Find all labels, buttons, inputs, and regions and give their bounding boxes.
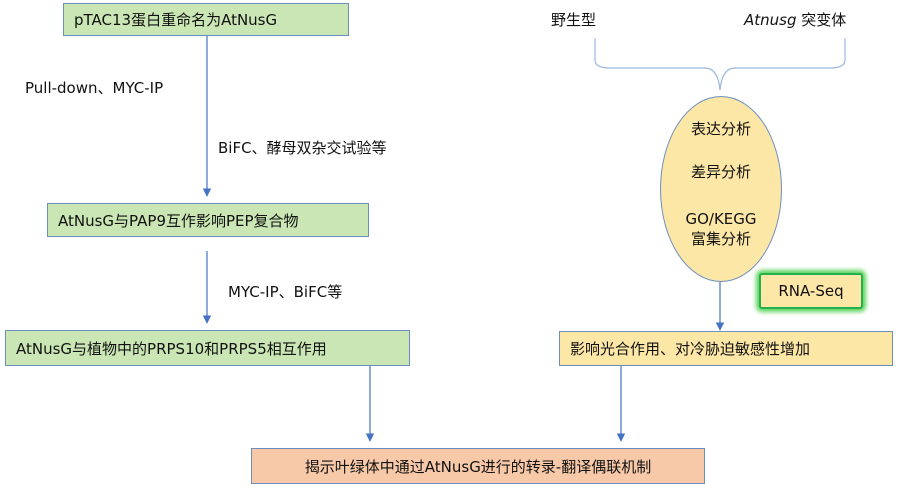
- brace: [594, 38, 846, 91]
- wild-type-label: 野生型: [551, 11, 597, 29]
- step3-text: AtNusG与植物中的PRPS10和PRPS5相互作用: [16, 339, 327, 358]
- step2-text: AtNusG与PAP9互作影响PEP复合物: [58, 211, 299, 230]
- step2-box: AtNusG与PAP9互作影响PEP复合物: [47, 203, 369, 237]
- analysis-enrichment: 富集分析: [690, 230, 751, 248]
- step3-box: AtNusG与植物中的PRPS10和PRPS5相互作用: [5, 330, 410, 366]
- method2-label: MYC-IP、BiFC等: [228, 283, 343, 301]
- result-text: 影响光合作用、对冷胁迫敏感性增加: [570, 340, 811, 358]
- analysis-differential: 差异分析: [690, 163, 751, 181]
- rna-seq-text: RNA-Seq: [778, 282, 844, 300]
- mutant-suffix: 突变体: [801, 11, 847, 29]
- step1-box: pTAC13蛋白重命名为AtNusG: [63, 3, 349, 36]
- conclusion-text: 揭示叶绿体中通过AtNusG进行的转录-翻译偶联机制: [304, 457, 652, 476]
- rna-seq-analysis-ellipse: [660, 96, 782, 282]
- analysis-go-kegg: GO/KEGG: [685, 210, 757, 228]
- result-box: 影响光合作用、对冷胁迫敏感性增加: [559, 331, 893, 366]
- method1b-label: BiFC、酵母双杂交试验等: [218, 139, 387, 157]
- rna-seq-box: RNA-Seq: [759, 273, 863, 309]
- method1a-label: Pull-down、MYC-IP: [25, 79, 164, 97]
- mutant-label: Atnusg 突变体: [744, 9, 846, 30]
- mutant-name: Atnusg: [744, 11, 797, 29]
- conclusion-box: 揭示叶绿体中通过AtNusG进行的转录-翻译偶联机制: [251, 448, 705, 484]
- analysis-expression: 表达分析: [690, 120, 751, 138]
- step1-text: pTAC13蛋白重命名为AtNusG: [74, 11, 278, 29]
